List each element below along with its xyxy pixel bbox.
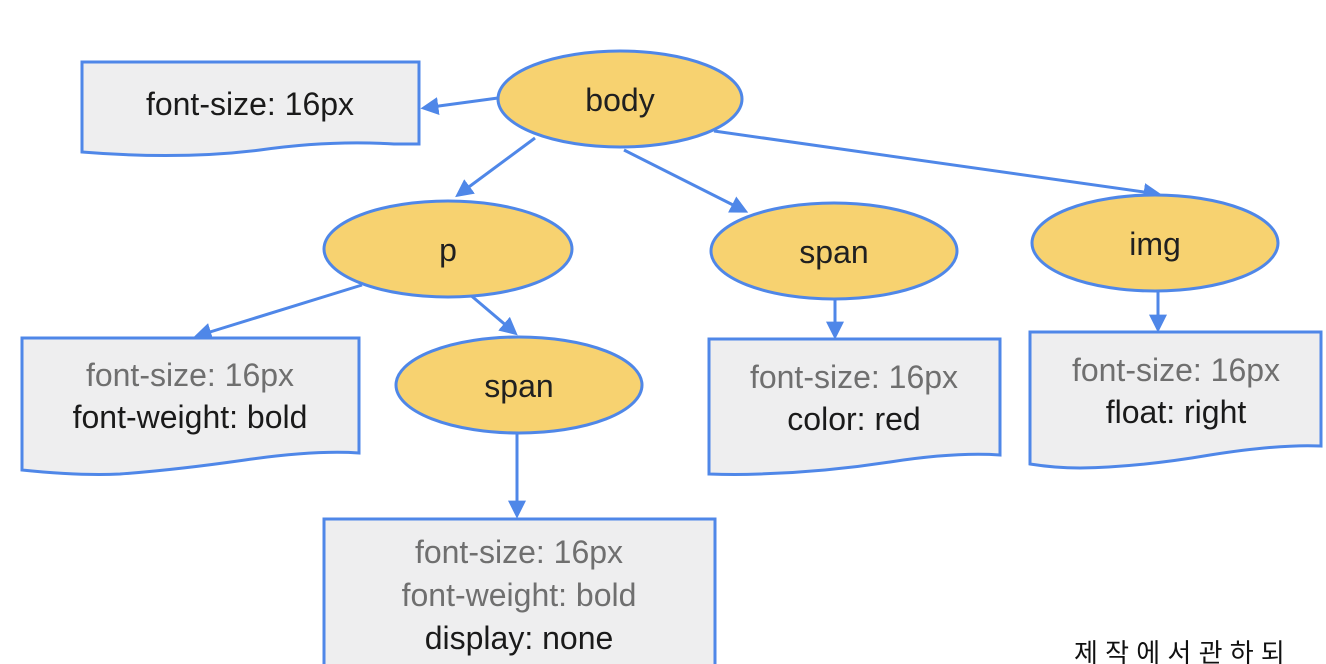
node-span: span: [709, 201, 959, 301]
edge-body-to-p: [455, 136, 536, 198]
box-body-style-line1: font-size: 16px: [146, 86, 354, 122]
edge-body-to-span: [623, 148, 749, 213]
edge-p-to-span-nested: [467, 291, 518, 336]
node-body: body: [496, 49, 744, 149]
box-span-style-line1: font-size: 16px: [750, 359, 958, 395]
edge-p-to-p-box: [193, 283, 363, 341]
node-span-nested: span: [394, 335, 644, 435]
box-span-nested-style-line3: display: none: [425, 620, 614, 656]
box-p-style-line1: font-size: 16px: [86, 357, 294, 393]
box-span-style: font-size: 16px color: red: [707, 337, 1002, 476]
box-img-style-line1: font-size: 16px: [1072, 352, 1280, 388]
edge-body-to-img: [713, 129, 1162, 201]
node-label-p: p: [439, 232, 457, 268]
node-label-body: body: [585, 82, 654, 118]
box-span-nested-style-line1: font-size: 16px: [415, 534, 623, 570]
edge-body-to-body-box: [420, 96, 499, 115]
box-p-style-line2: font-weight: bold: [73, 399, 308, 435]
box-img-style-line2: float: right: [1106, 394, 1247, 430]
corner-watermark: 제 작 에 서 관 하 되: [1074, 638, 1285, 664]
box-span-style-line2: color: red: [787, 401, 920, 437]
box-body-style: font-size: 16px: [80, 60, 421, 158]
box-span-nested-style: font-size: 16px font-weight: bold displa…: [322, 517, 717, 664]
node-label-img: img: [1129, 226, 1181, 262]
node-label-span-nested: span: [484, 368, 553, 404]
node-p: p: [322, 199, 574, 299]
box-span-nested-style-line2: font-weight: bold: [402, 577, 637, 613]
node-label-span: span: [799, 234, 868, 270]
box-p-style: font-size: 16px font-weight: bold: [20, 336, 361, 476]
node-img: img: [1030, 193, 1280, 293]
box-img-style: font-size: 16px float: right: [1028, 330, 1323, 470]
